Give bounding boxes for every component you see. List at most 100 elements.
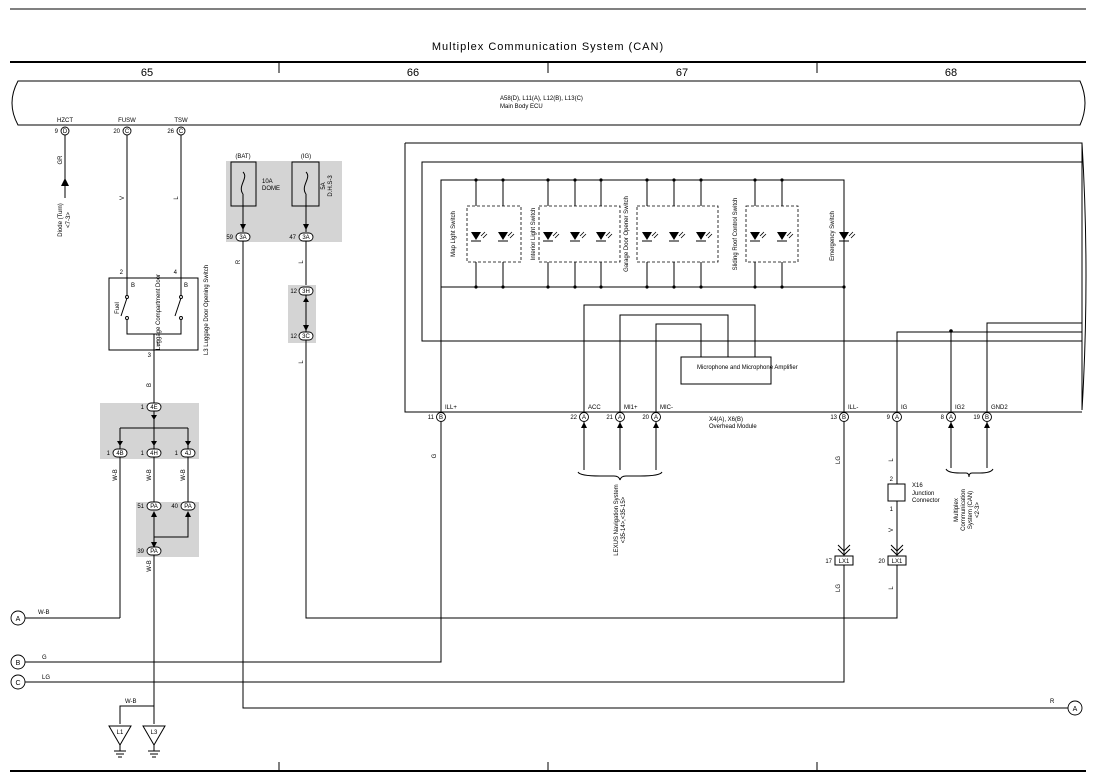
splice-dot bbox=[672, 178, 676, 182]
overhead-pin-circle bbox=[615, 412, 625, 422]
overhead-pin-conn: A bbox=[582, 415, 586, 421]
nav-bracket bbox=[577, 471, 663, 481]
wire-lg-c bbox=[22, 565, 845, 683]
overhead-pin-name: ILL+ bbox=[445, 405, 457, 411]
fuse-rating: 10A bbox=[262, 179, 273, 185]
overhead-pin-number: 19 bbox=[973, 415, 980, 421]
connector-code: 3A bbox=[302, 235, 309, 241]
junction-arrow-icon bbox=[151, 441, 157, 446]
diode-label: Diode (Turn) bbox=[58, 203, 64, 236]
diagram-title: Multiplex Communication System (CAN) bbox=[432, 41, 664, 53]
ref-a-left[interactable] bbox=[10, 610, 26, 626]
wire-color-label: W-B bbox=[147, 469, 153, 481]
fuel-switch-blade bbox=[120, 297, 128, 317]
overhead-pin-number: 8 bbox=[941, 415, 945, 421]
switch-term: L bbox=[157, 342, 161, 348]
connector-code: PA bbox=[150, 549, 158, 555]
switch-label: Emergency Switch bbox=[830, 211, 836, 261]
led-ray-icon bbox=[759, 231, 767, 239]
junction-arrow-icon bbox=[185, 441, 191, 446]
switch-pin: 3 bbox=[148, 353, 152, 359]
connector-pin: 1 bbox=[175, 451, 179, 457]
splice-dot bbox=[780, 285, 784, 289]
led-ray-icon bbox=[786, 231, 794, 239]
connector-pill bbox=[146, 501, 162, 511]
overhead-pin-number: 13 bbox=[830, 415, 837, 421]
splice-dot bbox=[949, 329, 953, 333]
connector-code: 3A bbox=[239, 235, 246, 241]
led-icon bbox=[696, 232, 706, 240]
junction-label: Connector bbox=[912, 498, 940, 504]
ref-label: A bbox=[16, 616, 21, 623]
overhead-pin-conn: A bbox=[949, 415, 953, 421]
wire-g-b bbox=[22, 422, 442, 663]
wire-color-label: R bbox=[1050, 699, 1055, 705]
splice-dot bbox=[474, 285, 478, 289]
wire-color-label: W-B bbox=[125, 699, 137, 705]
connector-code: PA bbox=[150, 504, 158, 510]
ref-b[interactable] bbox=[10, 654, 26, 670]
splice-dot bbox=[573, 285, 577, 289]
map-light-switch bbox=[466, 205, 522, 263]
splice-dot bbox=[699, 285, 703, 289]
ground-icon bbox=[142, 725, 166, 746]
ecu-pin-number: 9 bbox=[55, 129, 59, 135]
ref-c[interactable] bbox=[10, 674, 26, 690]
column-number: 66 bbox=[407, 67, 419, 79]
mpx-label: System (CAN) bbox=[968, 491, 974, 529]
overhead-pin-name: MIC- bbox=[660, 405, 673, 411]
led-group bbox=[471, 178, 856, 289]
connector-pill bbox=[180, 501, 196, 511]
overhead-pins: B11ILL+A22ACCA21MI1+A20MIC-B13ILL-A9IGA8… bbox=[428, 405, 1008, 428]
overhead-pin-circle bbox=[946, 412, 956, 422]
wire-gnd2-internal bbox=[986, 322, 1082, 412]
overhead-module-outer bbox=[404, 142, 1087, 413]
overhead-pin-circle bbox=[892, 412, 902, 422]
junction-arrow-icon bbox=[117, 441, 123, 446]
overhead-pin-conn: B bbox=[842, 415, 846, 421]
splice-dot bbox=[573, 178, 577, 182]
mpx-label: Multiplex bbox=[954, 498, 960, 522]
led-icon bbox=[471, 232, 481, 240]
led-ray-icon bbox=[848, 231, 856, 239]
wire-color-label: V bbox=[120, 196, 126, 200]
wire-color-label: W-B bbox=[147, 560, 153, 572]
wire-color-label: L bbox=[174, 196, 180, 200]
connector-code: PA bbox=[184, 504, 192, 510]
interior-light-switch bbox=[538, 205, 621, 263]
ecu-pin-conn: C bbox=[179, 129, 184, 135]
connector-pin: 1 bbox=[141, 405, 145, 411]
splice-dot bbox=[546, 285, 550, 289]
connector-pin: 17 bbox=[825, 559, 832, 565]
switch-contact bbox=[179, 316, 183, 320]
splice-dot bbox=[546, 178, 550, 182]
overhead-pin-number: 11 bbox=[428, 415, 435, 421]
wire-color-label: W-B bbox=[38, 610, 50, 616]
led-ray-icon bbox=[705, 231, 713, 239]
overhead-pin-conn: A bbox=[618, 415, 622, 421]
overhead-pin-conn: B bbox=[439, 415, 443, 421]
lx1-arrow-icon bbox=[890, 544, 904, 556]
mic-wire-acc bbox=[583, 304, 756, 412]
fuse-icon bbox=[240, 171, 246, 195]
wire-l-ig bbox=[305, 340, 898, 619]
overhead-pin-conn: A bbox=[895, 415, 899, 421]
fuse-rating: 5A bbox=[321, 182, 327, 189]
ground-bus bbox=[119, 705, 154, 724]
switch-label: Sliding Roof Control Switch bbox=[733, 198, 739, 271]
splice-dot bbox=[645, 285, 649, 289]
switch-label: Garage Door Opener Switch bbox=[624, 196, 630, 272]
led-icon bbox=[839, 232, 849, 240]
ref-a-right[interactable] bbox=[1067, 700, 1083, 716]
pa-loop-wire bbox=[153, 512, 189, 538]
junction-arrow-icon bbox=[151, 542, 157, 548]
splice-dot bbox=[753, 285, 757, 289]
connector-code: 4J bbox=[185, 451, 191, 457]
overhead-pin-name: IG2 bbox=[955, 405, 965, 411]
switch-term: B bbox=[131, 283, 135, 289]
connector-code: 4B bbox=[116, 451, 123, 457]
overhead-pin-circle bbox=[436, 412, 446, 422]
wire-color-label: R bbox=[236, 259, 242, 264]
junction-arrow-icon bbox=[151, 415, 157, 420]
connector-code: LX1 bbox=[892, 559, 903, 565]
